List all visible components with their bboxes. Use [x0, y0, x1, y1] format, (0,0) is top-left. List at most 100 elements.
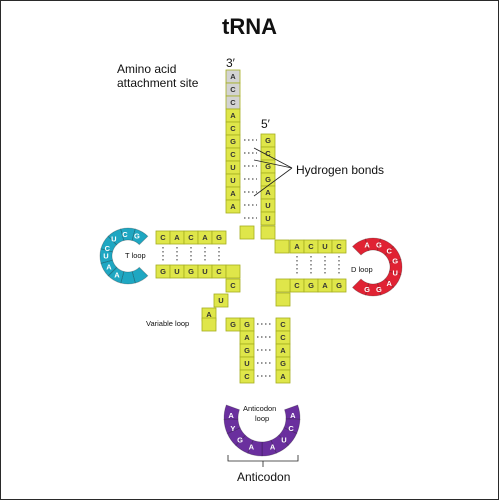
- acceptor-left-nucleotide: A: [225, 186, 241, 201]
- nucleotide-box: [331, 239, 347, 254]
- d-loop-segment: [365, 237, 381, 252]
- acceptor-left-nucleotide: A: [225, 69, 241, 84]
- d-arm-bottom-nucleotide: C: [289, 278, 305, 293]
- d-loop-letter: G: [364, 285, 370, 294]
- nucleotide-box: [213, 293, 229, 308]
- nucleotide-letter: C: [216, 267, 222, 276]
- nucleotide-box: [225, 317, 241, 332]
- t-loop-letter: A: [114, 271, 120, 280]
- nucleotide-letter: A: [322, 281, 328, 290]
- three-prime-label: 3′: [226, 56, 235, 70]
- nucleotide-letter: G: [244, 320, 250, 329]
- connector-block: C: [225, 278, 241, 293]
- nucleotide-box: [211, 230, 227, 245]
- connector-block: [239, 225, 255, 240]
- anticodon-left-nucleotide: G: [239, 317, 255, 332]
- t-loop-letter: A: [106, 263, 112, 272]
- anticodon-right-nucleotide: A: [275, 343, 291, 358]
- connector-block: [275, 278, 291, 293]
- anticodon-loop-label-line2: loop: [255, 414, 270, 423]
- d-arm-bottom-nucleotide: G: [303, 278, 319, 293]
- nucleotide-box: [225, 278, 241, 293]
- nucleotide-box: [225, 264, 241, 279]
- acceptor-right-nucleotide: U: [260, 211, 276, 226]
- anticodon-loop-segment: [247, 439, 263, 457]
- anticodon-loop-segment: [223, 418, 241, 434]
- nucleotide-letter: A: [280, 372, 286, 381]
- diagram-title: tRNA: [222, 14, 277, 39]
- d-loop-letter: A: [387, 279, 393, 288]
- nucleotide-letter: G: [265, 162, 271, 171]
- connector-block: [225, 264, 241, 279]
- d-loop-label: D loop: [351, 265, 373, 274]
- acceptor-left-nucleotide: C: [225, 82, 241, 97]
- t-loop-segment: [99, 248, 114, 264]
- nucleotide-letter: A: [230, 111, 236, 120]
- nucleotide-letter: G: [230, 320, 236, 329]
- nucleotide-letter: A: [230, 202, 236, 211]
- nucleotide-letter: G: [188, 267, 194, 276]
- hydrogen-bonds-pointer: [253, 159, 293, 169]
- variable-loop-label: Variable loop: [146, 319, 190, 328]
- anticodon-right-nucleotide: A: [275, 369, 291, 384]
- anticodon-loop-segment: [284, 404, 301, 420]
- anticodon-left-nucleotide: U: [239, 356, 255, 371]
- anticodon-loop-letter: G: [237, 436, 243, 445]
- nucleotide-letter: C: [265, 149, 271, 158]
- acceptor-left-nucleotide: C: [225, 147, 241, 162]
- nucleotide-letter: U: [322, 242, 327, 251]
- hydrogen-bonds-pointer: [253, 167, 293, 197]
- nucleotide-letter: C: [308, 242, 314, 251]
- d-loop-letter: A: [364, 240, 370, 249]
- d-loop-segment: [351, 278, 370, 296]
- nucleotide-letter: G: [308, 281, 314, 290]
- hydrogen-bonds-label: Hydrogen bonds: [296, 163, 385, 177]
- anticodon-loop-letter: A: [290, 411, 296, 420]
- amino-acid-site-label: Amino acid: [117, 62, 177, 76]
- t-loop-letter: G: [134, 232, 140, 241]
- acceptor-right-nucleotide: G: [260, 172, 276, 187]
- nucleotide-letter: C: [188, 233, 194, 242]
- nucleotide-letter: C: [230, 281, 236, 290]
- nucleotide-box: [225, 199, 241, 214]
- acceptor-left-nucleotide: U: [225, 173, 241, 188]
- nucleotide-letter: U: [230, 163, 235, 172]
- nucleotide-letter: A: [230, 72, 236, 81]
- d-loop-letter: G: [376, 285, 382, 294]
- amino-acid-site-label-line2: attachment site: [117, 76, 199, 90]
- d-arm-top-nucleotide: A: [289, 239, 305, 254]
- nucleotide-box: [239, 369, 255, 384]
- nucleotide-letter: A: [230, 189, 236, 198]
- t-arm-bottom-nucleotide: U: [197, 264, 213, 279]
- t-loop-label: T loop: [125, 251, 146, 260]
- anticodon-left-nucleotide: A: [239, 330, 255, 345]
- t-arm-top-nucleotide: G: [211, 230, 227, 245]
- nucleotide-letter: U: [265, 214, 270, 223]
- d-loop-letter: C: [387, 246, 393, 255]
- anticodon-loop-letter: A: [249, 443, 255, 452]
- anticodon-loop-label: Anticodon: [243, 404, 277, 413]
- t-loop-segment: [120, 227, 136, 242]
- anticodon-left-nucleotide: G: [225, 317, 241, 332]
- d-loop-segment: [388, 259, 403, 275]
- anticodon-label: Anticodon: [237, 470, 291, 484]
- nucleotide-letter: G: [160, 267, 166, 276]
- anticodon-right-nucleotide: C: [275, 330, 291, 345]
- nucleotide-letter: C: [244, 372, 250, 381]
- nucleotide-letter: U: [174, 267, 179, 276]
- variable-loop-nucleotide: U: [213, 293, 229, 308]
- nucleotide-letter: A: [280, 346, 286, 355]
- nucleotide-letter: C: [160, 233, 166, 242]
- d-loop-letter: U: [393, 269, 398, 278]
- nucleotide-letter: U: [244, 359, 249, 368]
- nucleotide-letter: U: [202, 267, 207, 276]
- connector-block: [275, 292, 291, 307]
- anticodon-loop-segment: [278, 427, 298, 446]
- nucleotide-letter: A: [206, 310, 212, 319]
- nucleotide-letter: C: [230, 124, 236, 133]
- nucleotide-letter: C: [230, 85, 236, 94]
- nucleotide-letter: A: [244, 333, 250, 342]
- d-loop-segment: [365, 282, 381, 297]
- anticodon-loop-segment: [270, 434, 289, 454]
- nucleotide-box: [260, 211, 276, 226]
